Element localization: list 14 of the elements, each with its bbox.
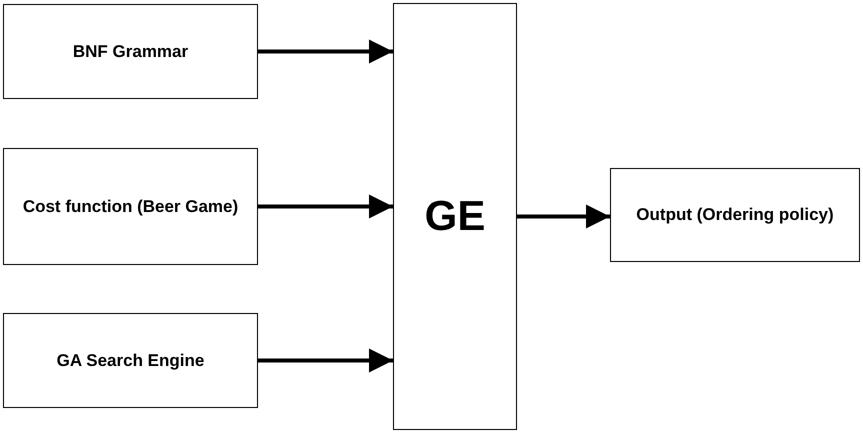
arrow	[258, 348, 393, 372]
arrow	[517, 204, 610, 228]
arrow	[258, 40, 393, 64]
process-box	[3, 148, 258, 265]
node-label: BNF Grammar	[72, 40, 188, 62]
process-box	[610, 168, 860, 262]
node-label: Output (Ordering policy)	[636, 204, 834, 226]
node-label: GA Search Engine	[56, 350, 204, 372]
process-box	[3, 4, 258, 99]
process-box	[3, 313, 258, 408]
process-box	[393, 3, 517, 430]
node-label: Cost function (Beer Game)	[22, 196, 238, 218]
node-label: GE	[424, 191, 486, 242]
arrow	[258, 194, 393, 218]
